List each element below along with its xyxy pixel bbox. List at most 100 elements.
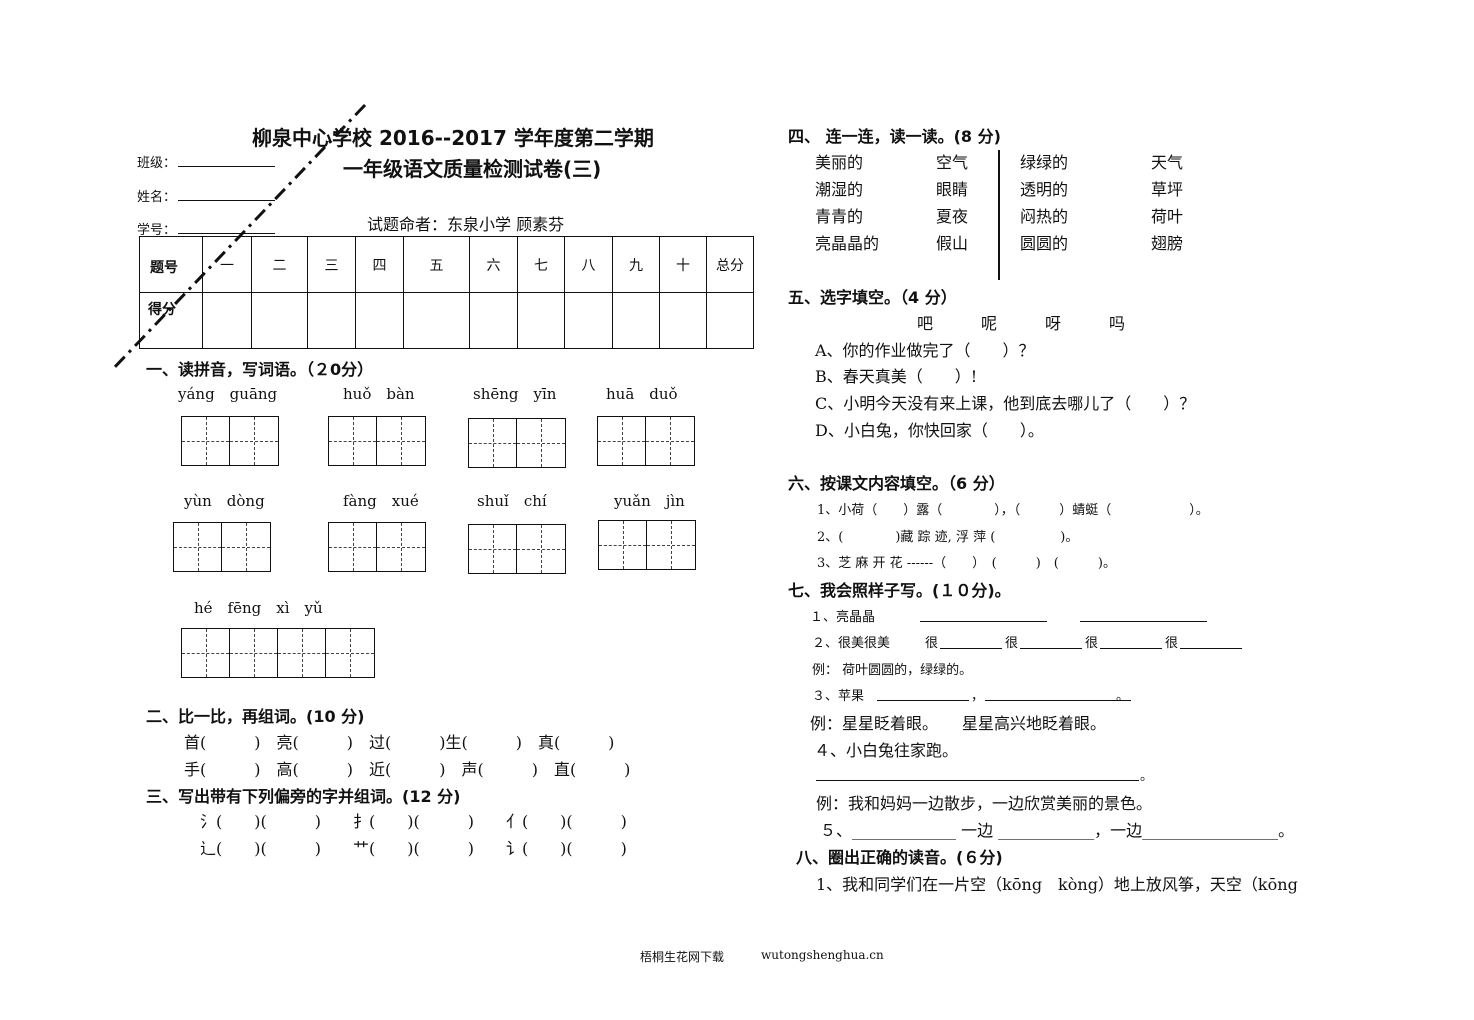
pinyin-label: hé fēng xì yǔ xyxy=(194,599,323,617)
word-hen: 很 xyxy=(1005,636,1019,651)
score-cell[interactable] xyxy=(706,292,754,349)
match-item[interactable]: 荷叶 xyxy=(1151,207,1184,226)
score-col-header: 总分 xyxy=(706,236,754,293)
match-item[interactable]: 圆圆的 xyxy=(1020,234,1069,253)
fill-item[interactable]: D、小白兔，你快回家（ ）。 xyxy=(815,421,1044,440)
match-item[interactable]: 假山 xyxy=(936,234,969,253)
example-sentence: 例：星星眨着眼。 星星高兴地眨着眼。 xyxy=(810,714,1107,733)
example-sentence: 例：我和妈妈一边散步，一边欣赏美丽的景色。 xyxy=(816,794,1153,813)
answer-blank[interactable] xyxy=(985,700,1131,701)
fill-item[interactable]: ５、_____________ 一边 ____________，一边______… xyxy=(820,821,1295,840)
match-item[interactable]: 翅膀 xyxy=(1151,234,1184,253)
match-col-left-b: 空气 眼睛 夏夜 假山 xyxy=(936,149,968,257)
match-col-left-a: 美丽的 潮湿的 青青的 亮晶晶的 xyxy=(815,149,879,257)
fill-item[interactable]: 2、( )藏 踪 迹, 浮 萍 ( )。 xyxy=(817,530,1079,545)
answer-blank[interactable] xyxy=(877,700,969,701)
fill-item[interactable]: B、春天真美（ ）! xyxy=(815,367,978,386)
answer-blank[interactable] xyxy=(1080,621,1207,622)
class-blank xyxy=(178,166,275,167)
example-item: ２、很美很美 xyxy=(812,636,891,651)
writing-grid[interactable] xyxy=(173,522,271,572)
writing-grid[interactable] xyxy=(598,520,696,570)
radical-row[interactable]: 氵( )( ) 扌( )( ) 亻( )( ) xyxy=(200,812,627,831)
answer-blank[interactable] xyxy=(920,621,1047,622)
match-item[interactable]: 草坪 xyxy=(1151,180,1184,199)
exam-subtitle: 一年级语文质量检测试卷(三) xyxy=(343,157,602,181)
id-label: 学号： xyxy=(137,223,177,238)
answer-blank[interactable] xyxy=(1100,648,1162,649)
section1-heading: 一、读拼音，写词语。（２0分） xyxy=(146,360,374,379)
score-cell[interactable] xyxy=(517,292,565,349)
match-col-right-b: 天气 草坪 荷叶 翅膀 xyxy=(1151,149,1183,257)
match-item[interactable]: 眼睛 xyxy=(936,180,969,199)
match-divider xyxy=(998,150,1000,280)
match-item[interactable]: 潮湿的 xyxy=(815,180,864,199)
writing-grid[interactable] xyxy=(328,522,426,572)
section5-heading: 五、选字填空。（4 分） xyxy=(788,288,957,307)
id-blank xyxy=(178,233,275,234)
fill-item[interactable]: A、你的作业做完了（ ）？ xyxy=(815,341,1035,360)
score-col-header: 八 xyxy=(564,236,613,293)
score-cell[interactable] xyxy=(469,292,518,349)
compare-row[interactable]: 首( ) 亮( ) 过( )生( ) 真( ) xyxy=(184,733,615,752)
score-cell[interactable] xyxy=(307,292,356,349)
row-label-score: 得分 xyxy=(139,292,203,349)
word-hen: 很 xyxy=(1165,636,1179,651)
fill-item[interactable]: C、小明今天没有来上课，他到底去哪儿了（ ）？ xyxy=(815,394,1196,413)
match-item[interactable]: 空气 xyxy=(936,153,969,172)
fill-item[interactable]: 3、芝 麻 开 花 ------（ ） ( ) ( )。 xyxy=(817,556,1116,571)
word-hen: 很 xyxy=(925,636,939,651)
answer-blank[interactable] xyxy=(1180,648,1242,649)
match-item[interactable]: 透明的 xyxy=(1020,180,1069,199)
match-item[interactable]: 绿绿的 xyxy=(1020,153,1069,172)
section4-heading: 四、 连一连，读一读。(8 分) xyxy=(788,127,1001,146)
author-line: 试题命者：东泉小学 顾素芬 xyxy=(367,215,565,234)
word-hen: 很 xyxy=(1085,636,1099,651)
score-cell[interactable] xyxy=(202,292,252,349)
writing-grid[interactable] xyxy=(181,628,375,678)
pinyin-label: shuǐ chí xyxy=(477,492,547,510)
class-label: 班级： xyxy=(137,156,177,171)
pinyin-label: shēng yīn xyxy=(473,385,557,403)
pinyin-label: yuǎn jìn xyxy=(614,492,685,510)
pinyin-label: fàng xué xyxy=(343,492,419,510)
writing-grid[interactable] xyxy=(328,416,426,466)
pronunciation-item[interactable]: 1、我和同学们在一片空（kōng kòng）地上放风筝，天空（kōng xyxy=(816,875,1298,894)
score-cell[interactable] xyxy=(659,292,707,349)
pinyin-label: yáng guāng xyxy=(178,385,278,403)
match-item[interactable]: 夏夜 xyxy=(936,207,969,226)
score-cell[interactable] xyxy=(355,292,404,349)
fill-item[interactable]: 1、小荷（ ）露（ ），（ ）蜻蜓（ ）。 xyxy=(817,503,1209,518)
match-item[interactable]: 亮晶晶的 xyxy=(815,234,880,253)
compare-row[interactable]: 手( ) 高( ) 近( ) 声( ) 直( ) xyxy=(184,760,631,779)
example-item: ４、小白兔往家跑。 xyxy=(814,741,959,760)
score-table: 题号 一 二 三 四 五 六 七 八 九 十 总分 得分 xyxy=(139,236,754,349)
section7-heading: 七、我会照样子写。(１０分)。 xyxy=(788,581,1011,600)
match-item[interactable]: 闷热的 xyxy=(1020,207,1069,226)
section6-heading: 六、按课文内容填空。（6 分） xyxy=(788,474,1005,493)
section8-heading: 八、圈出正确的读音。(６分) xyxy=(796,848,1003,867)
writing-grid[interactable] xyxy=(181,416,279,466)
match-item[interactable]: 天气 xyxy=(1151,153,1184,172)
answer-blank[interactable] xyxy=(1020,648,1082,649)
score-table-row-score: 得分 xyxy=(139,292,754,349)
exam-title: 柳泉中心学校 2016--2017 学年度第二学期 xyxy=(252,126,654,150)
pinyin-label: huā duǒ xyxy=(606,385,678,403)
name-blank xyxy=(178,200,275,201)
score-cell[interactable] xyxy=(251,292,308,349)
example-item: １、亮晶晶 xyxy=(810,610,876,625)
match-item[interactable]: 青青的 xyxy=(815,207,864,226)
writing-grid[interactable] xyxy=(468,524,566,574)
pinyin-label: yùn dòng xyxy=(184,492,265,510)
match-item[interactable]: 美丽的 xyxy=(815,153,864,172)
punct-period: 。 xyxy=(1140,769,1154,784)
answer-blank[interactable] xyxy=(816,780,1139,781)
writing-grid[interactable] xyxy=(468,418,566,468)
row-label-number: 题号 xyxy=(139,236,203,293)
answer-blank[interactable] xyxy=(940,648,1002,649)
pinyin-label: huǒ bàn xyxy=(343,385,415,403)
footer-url[interactable]: wutongshenghua.cn xyxy=(761,948,884,962)
writing-grid[interactable] xyxy=(597,416,695,466)
radical-row[interactable]: 辶( )( ) 艹( )( ) 讠( )( ) xyxy=(200,839,627,858)
